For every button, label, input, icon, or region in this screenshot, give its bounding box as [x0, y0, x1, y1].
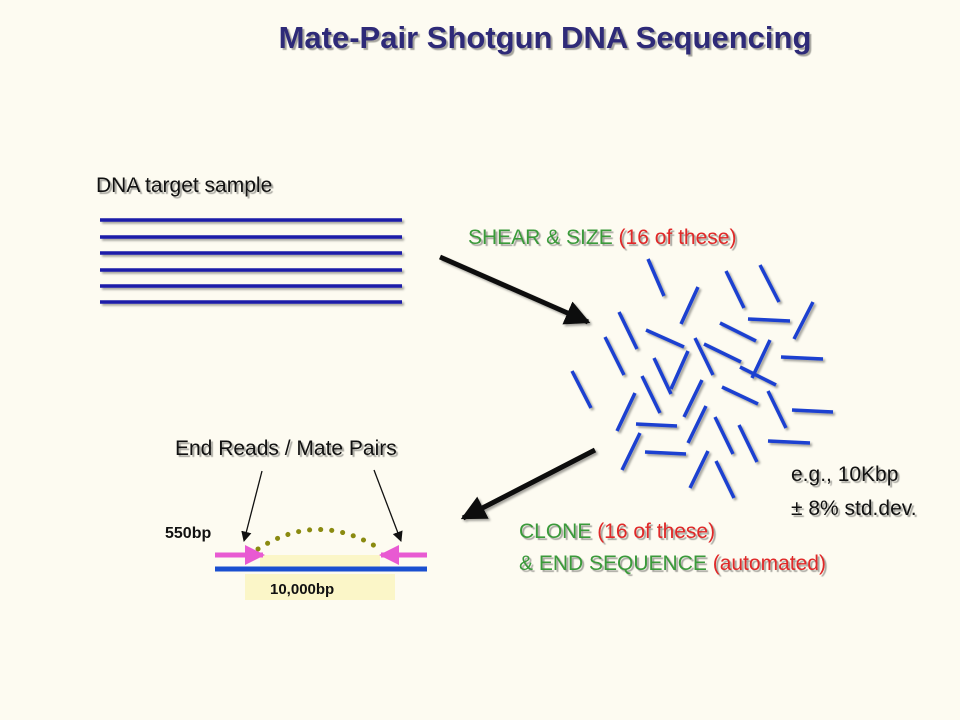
- end-sequence-automated: (automated): [706, 552, 826, 575]
- insert-highlight: [245, 574, 395, 600]
- dna-fragment: [721, 385, 759, 406]
- end-sequence-main: & END SEQUENCE: [519, 552, 707, 575]
- clone-arrow: [460, 447, 597, 521]
- dna-fragment: [791, 408, 834, 414]
- dna-fragment: [679, 286, 700, 325]
- dna-fragment: [713, 416, 735, 455]
- shear-size-label: SHEAR & SIZE (16 of these): [468, 226, 736, 250]
- dna-fragment: [570, 370, 593, 409]
- dna-fragment: [767, 439, 811, 445]
- dna-fragments: [570, 258, 834, 499]
- stats-line-1: e.g., 10Kbp: [791, 463, 899, 486]
- dna-fragment: [747, 317, 791, 323]
- dna-fragment: [737, 424, 759, 463]
- dna-strands: [100, 218, 402, 304]
- dna-fragment: [686, 405, 708, 444]
- dna-fragment: [693, 337, 715, 376]
- insert-length-label: 10,000bp: [270, 581, 335, 598]
- stats-line-2: ± 8% std.dev.: [791, 497, 917, 520]
- dna-fragment: [719, 321, 757, 343]
- dna-fragment: [758, 264, 781, 303]
- dna-fragment: [615, 392, 637, 432]
- read-length-label: 550bp: [165, 525, 212, 542]
- dna-fragment: [792, 301, 815, 340]
- dna-fragment: [640, 375, 662, 414]
- mate-pair-link: [255, 527, 383, 552]
- clone-label-line-1: CLONE (16 of these): [519, 520, 715, 544]
- dna-fragment: [682, 379, 704, 418]
- shear-arrow: [438, 254, 591, 325]
- shear-size-count: (16 of these): [612, 226, 737, 249]
- clone-main: CLONE: [519, 520, 592, 543]
- clone-label-line-2: & END SEQUENCE (automated): [519, 552, 826, 576]
- dna-fragment: [620, 432, 642, 471]
- end-read-pointer-left: [241, 470, 263, 543]
- dna-fragment: [714, 460, 736, 499]
- dna-fragment: [652, 357, 673, 395]
- dna-fragment: [750, 339, 772, 379]
- dna-fragment: [644, 450, 687, 456]
- dna-fragment: [688, 450, 710, 489]
- page-title: Mate-Pair Shotgun DNA Sequencing: [278, 20, 812, 55]
- dna-fragment: [766, 390, 788, 429]
- end-reads-label: End Reads / Mate Pairs: [175, 437, 397, 460]
- dna-fragment: [646, 258, 666, 297]
- dna-fragment: [739, 365, 777, 387]
- shear-size-main: SHEAR & SIZE: [468, 226, 613, 249]
- end-read-pointer-right: [373, 469, 403, 542]
- dna-fragment: [635, 422, 678, 428]
- clone-count: (16 of these): [591, 520, 716, 543]
- dna-fragment: [617, 311, 639, 350]
- dna-fragment: [645, 328, 685, 349]
- dna-fragment: [724, 270, 746, 309]
- dna-fragment: [669, 350, 690, 390]
- dna-fragment: [703, 342, 742, 364]
- read-highlight: [260, 555, 380, 567]
- dna-target-label: DNA target sample: [96, 174, 273, 197]
- dna-fragment: [603, 336, 626, 376]
- dna-fragment: [780, 355, 824, 361]
